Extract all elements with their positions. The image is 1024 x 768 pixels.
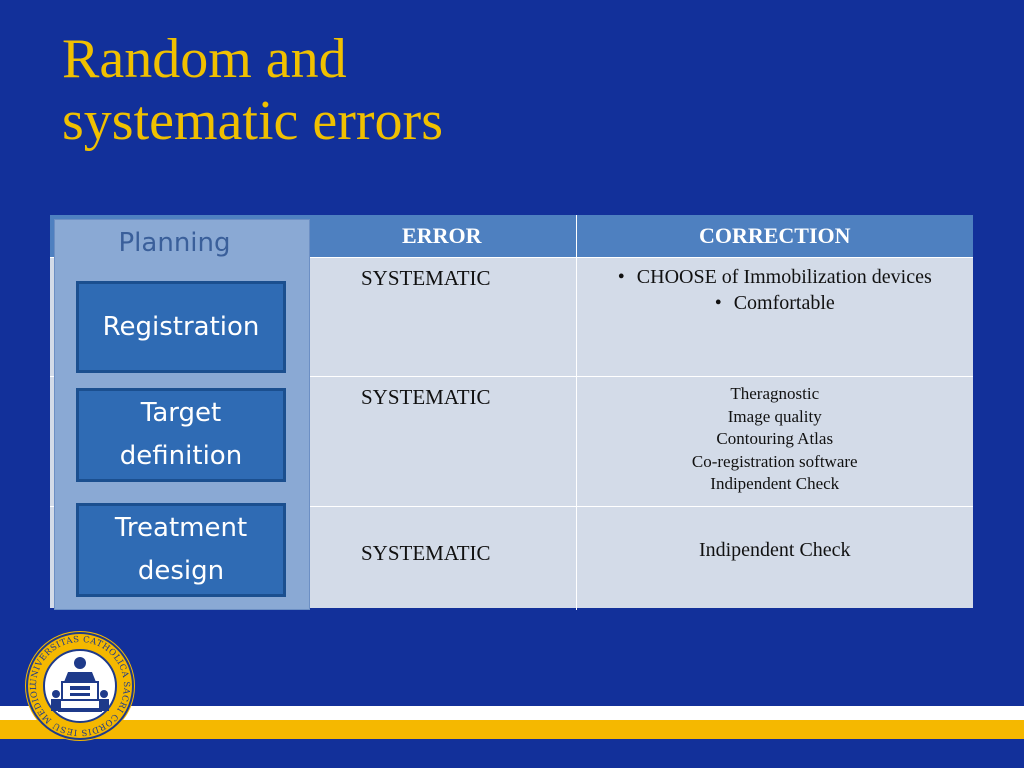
correction-line: Indipendent Check	[710, 474, 840, 493]
university-seal-logo: UNIVERSITAS CATHOLICA SACRI CORDIS IESU …	[24, 630, 135, 741]
correction-line: Co-registration software	[691, 451, 858, 471]
correction-cell: CHOOSE of Immobilization devices Comfort…	[575, 257, 973, 377]
list-item: Comfortable	[578, 290, 973, 316]
correction-text: Comfortable	[733, 292, 835, 314]
seal-figure-icon	[51, 657, 109, 712]
footer-gold-stripe	[0, 720, 1024, 739]
step-target-definition: Target definition	[76, 388, 286, 482]
correction-cell: Indipendent Check	[575, 506, 973, 610]
planning-heading: Planning	[118, 228, 231, 258]
header-correction: CORRECTION	[575, 215, 973, 258]
correction-line: Theragnostic	[730, 384, 820, 403]
footer-white-stripe	[0, 706, 1024, 720]
step-treatment-design: Treatment design	[76, 503, 286, 597]
title-line-1: Random and	[62, 28, 347, 90]
correction-line: Contouring Atlas	[716, 429, 834, 448]
error-type-cell: SYSTEMATIC	[308, 257, 576, 377]
correction-list: CHOOSE of Immobilization devices Comfort…	[578, 264, 973, 316]
correction-line: Indipendent Check	[698, 539, 851, 561]
error-type-cell: SYSTEMATIC	[308, 376, 576, 507]
slide-title: Random and systematic errors	[62, 28, 702, 152]
list-item: CHOOSE of Immobilization devices	[578, 264, 973, 290]
header-error: ERROR	[308, 215, 576, 258]
step-registration: Registration	[76, 281, 286, 373]
correction-line: Image quality	[727, 406, 822, 426]
correction-text: CHOOSE of Immobilization devices	[636, 266, 932, 288]
error-type-cell: SYSTEMATIC	[308, 506, 576, 610]
correction-cell: Theragnostic Image quality Contouring At…	[575, 376, 973, 507]
title-line-2: systematic errors	[62, 90, 443, 152]
planning-diagram: Planning Registration Target definition …	[54, 219, 310, 610]
